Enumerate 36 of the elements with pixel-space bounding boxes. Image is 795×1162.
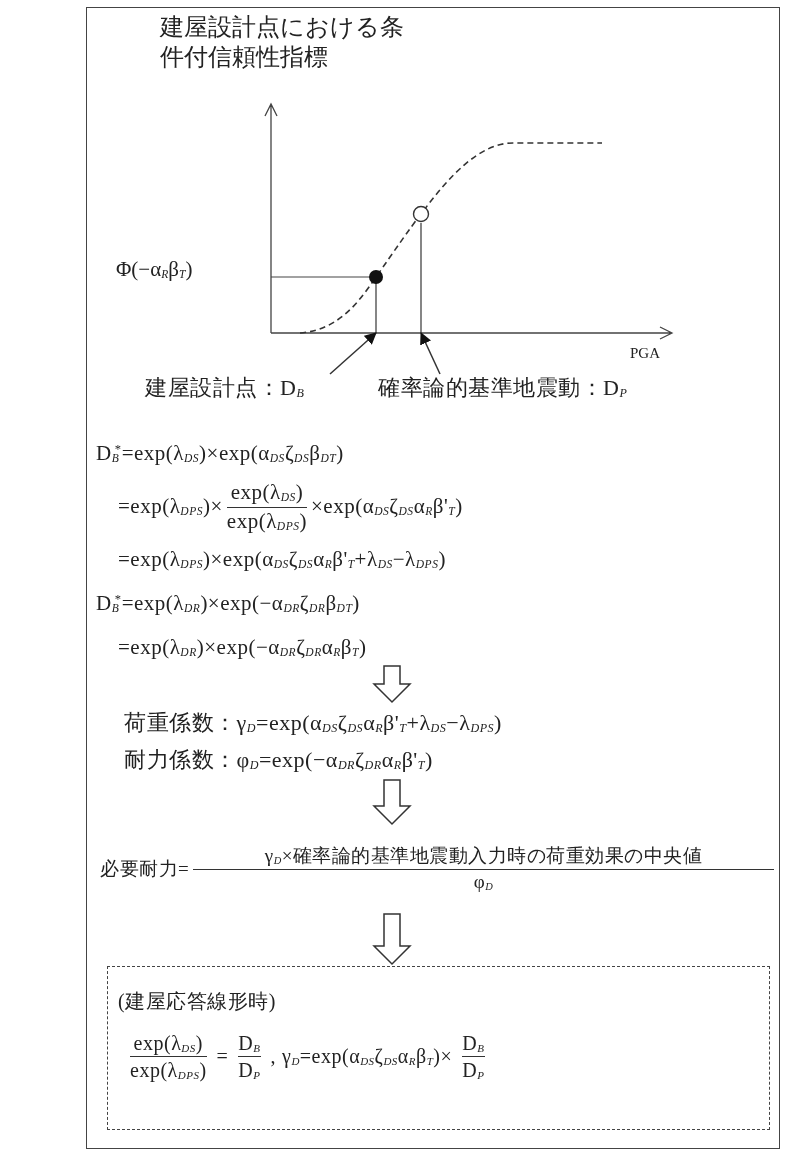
fraction-denominator: exp(λ$_{DPS}$) xyxy=(226,508,308,534)
formula-text: (建屋応答線形時) xyxy=(118,989,276,1013)
axis-title: 建屋設計点における条件付信頼性指標 xyxy=(160,13,405,72)
formula-text: γ$_{D}$=exp(α$_{DS}$ζ$_{DS}$α$_{R}$β$_{T}$)× xyxy=(282,1044,453,1068)
leader-arrow xyxy=(329,332,377,375)
formula-text: = xyxy=(216,1044,229,1068)
formula-text: 耐力係数：φ$_{D}$=exp(−α$_{DR}$ζ$_{DR}$α$_{R}$β'$_{T}$) xyxy=(124,746,433,774)
leader-arrow xyxy=(420,332,441,375)
axis-value-label: Φ(−α$_{R}$β$_{T}$) xyxy=(116,256,194,283)
formula-text: =exp(λ$_{DPS}$)×exp(α$_{DS}$ζ$_{DS}$α$_{R}$β'$_{T}$+λ$_{DS}$−λ$_{DPS}$) xyxy=(118,547,446,573)
fraction-numerator: exp(λ$_{DS}$) xyxy=(230,480,304,506)
block-arrow xyxy=(372,779,412,826)
formula-text: 必要耐力= xyxy=(100,857,190,881)
fraction-numerator: D$_{B}$ xyxy=(462,1030,485,1055)
fraction-denominator: D$_{P}$ xyxy=(462,1057,485,1082)
fraction-numerator: γ$_{D}$×確率論的基準地震動入力時の荷重効果の中央値 xyxy=(264,844,703,868)
formula-text: 建屋設計点：D$_{B}$ xyxy=(145,374,305,402)
axis-label: PGA xyxy=(630,344,661,363)
formula-text: 荷重係数：γ$_{D}$=exp(α$_{DS}$ζ$_{DS}$α$_{R}$β'$_{T}$+λ$_{DS}$−λ$_{DPS}$) xyxy=(124,709,502,737)
dashed-box xyxy=(107,966,770,1130)
fraction-numerator: exp(λ$_{DS}$) xyxy=(133,1030,203,1055)
fraction-denominator: exp(λ$_{DPS}$) xyxy=(130,1057,207,1082)
formula-text: D$_{B}$$^{*}$=exp(λ$_{DR}$)×exp(−α$_{DR}$ζ$_{DR}$β$_{DT}$) xyxy=(96,591,360,617)
block-arrow xyxy=(372,913,412,966)
formula-text: =exp(λ$_{DR}$)×exp(−α$_{DR}$ζ$_{DR}$α$_{R}$β$_{T}$) xyxy=(118,635,367,661)
formula-text: D$_{B}$$^{*}$=exp(λ$_{DS}$)×exp(α$_{DS}$ζ$_{DS}$β$_{DT}$) xyxy=(96,441,344,467)
formula-text: ×exp(α$_{DS}$ζ$_{DS}$α$_{R}$β'$_{T}$) xyxy=(311,494,463,520)
formula-text: =exp(λ$_{DPS}$)× xyxy=(118,494,223,520)
drop-line xyxy=(375,282,377,334)
drop-line xyxy=(420,222,422,334)
formula-text: 確率論的基準地震動：D$_{P}$ xyxy=(378,374,628,402)
fraction-numerator: D$_{B}$ xyxy=(238,1030,261,1055)
formula-text: , xyxy=(270,1044,277,1068)
fraction-denominator: D$_{P}$ xyxy=(238,1057,261,1082)
fraction-denominator: φ$_{D}$ xyxy=(473,870,494,894)
block-arrow xyxy=(372,665,412,704)
